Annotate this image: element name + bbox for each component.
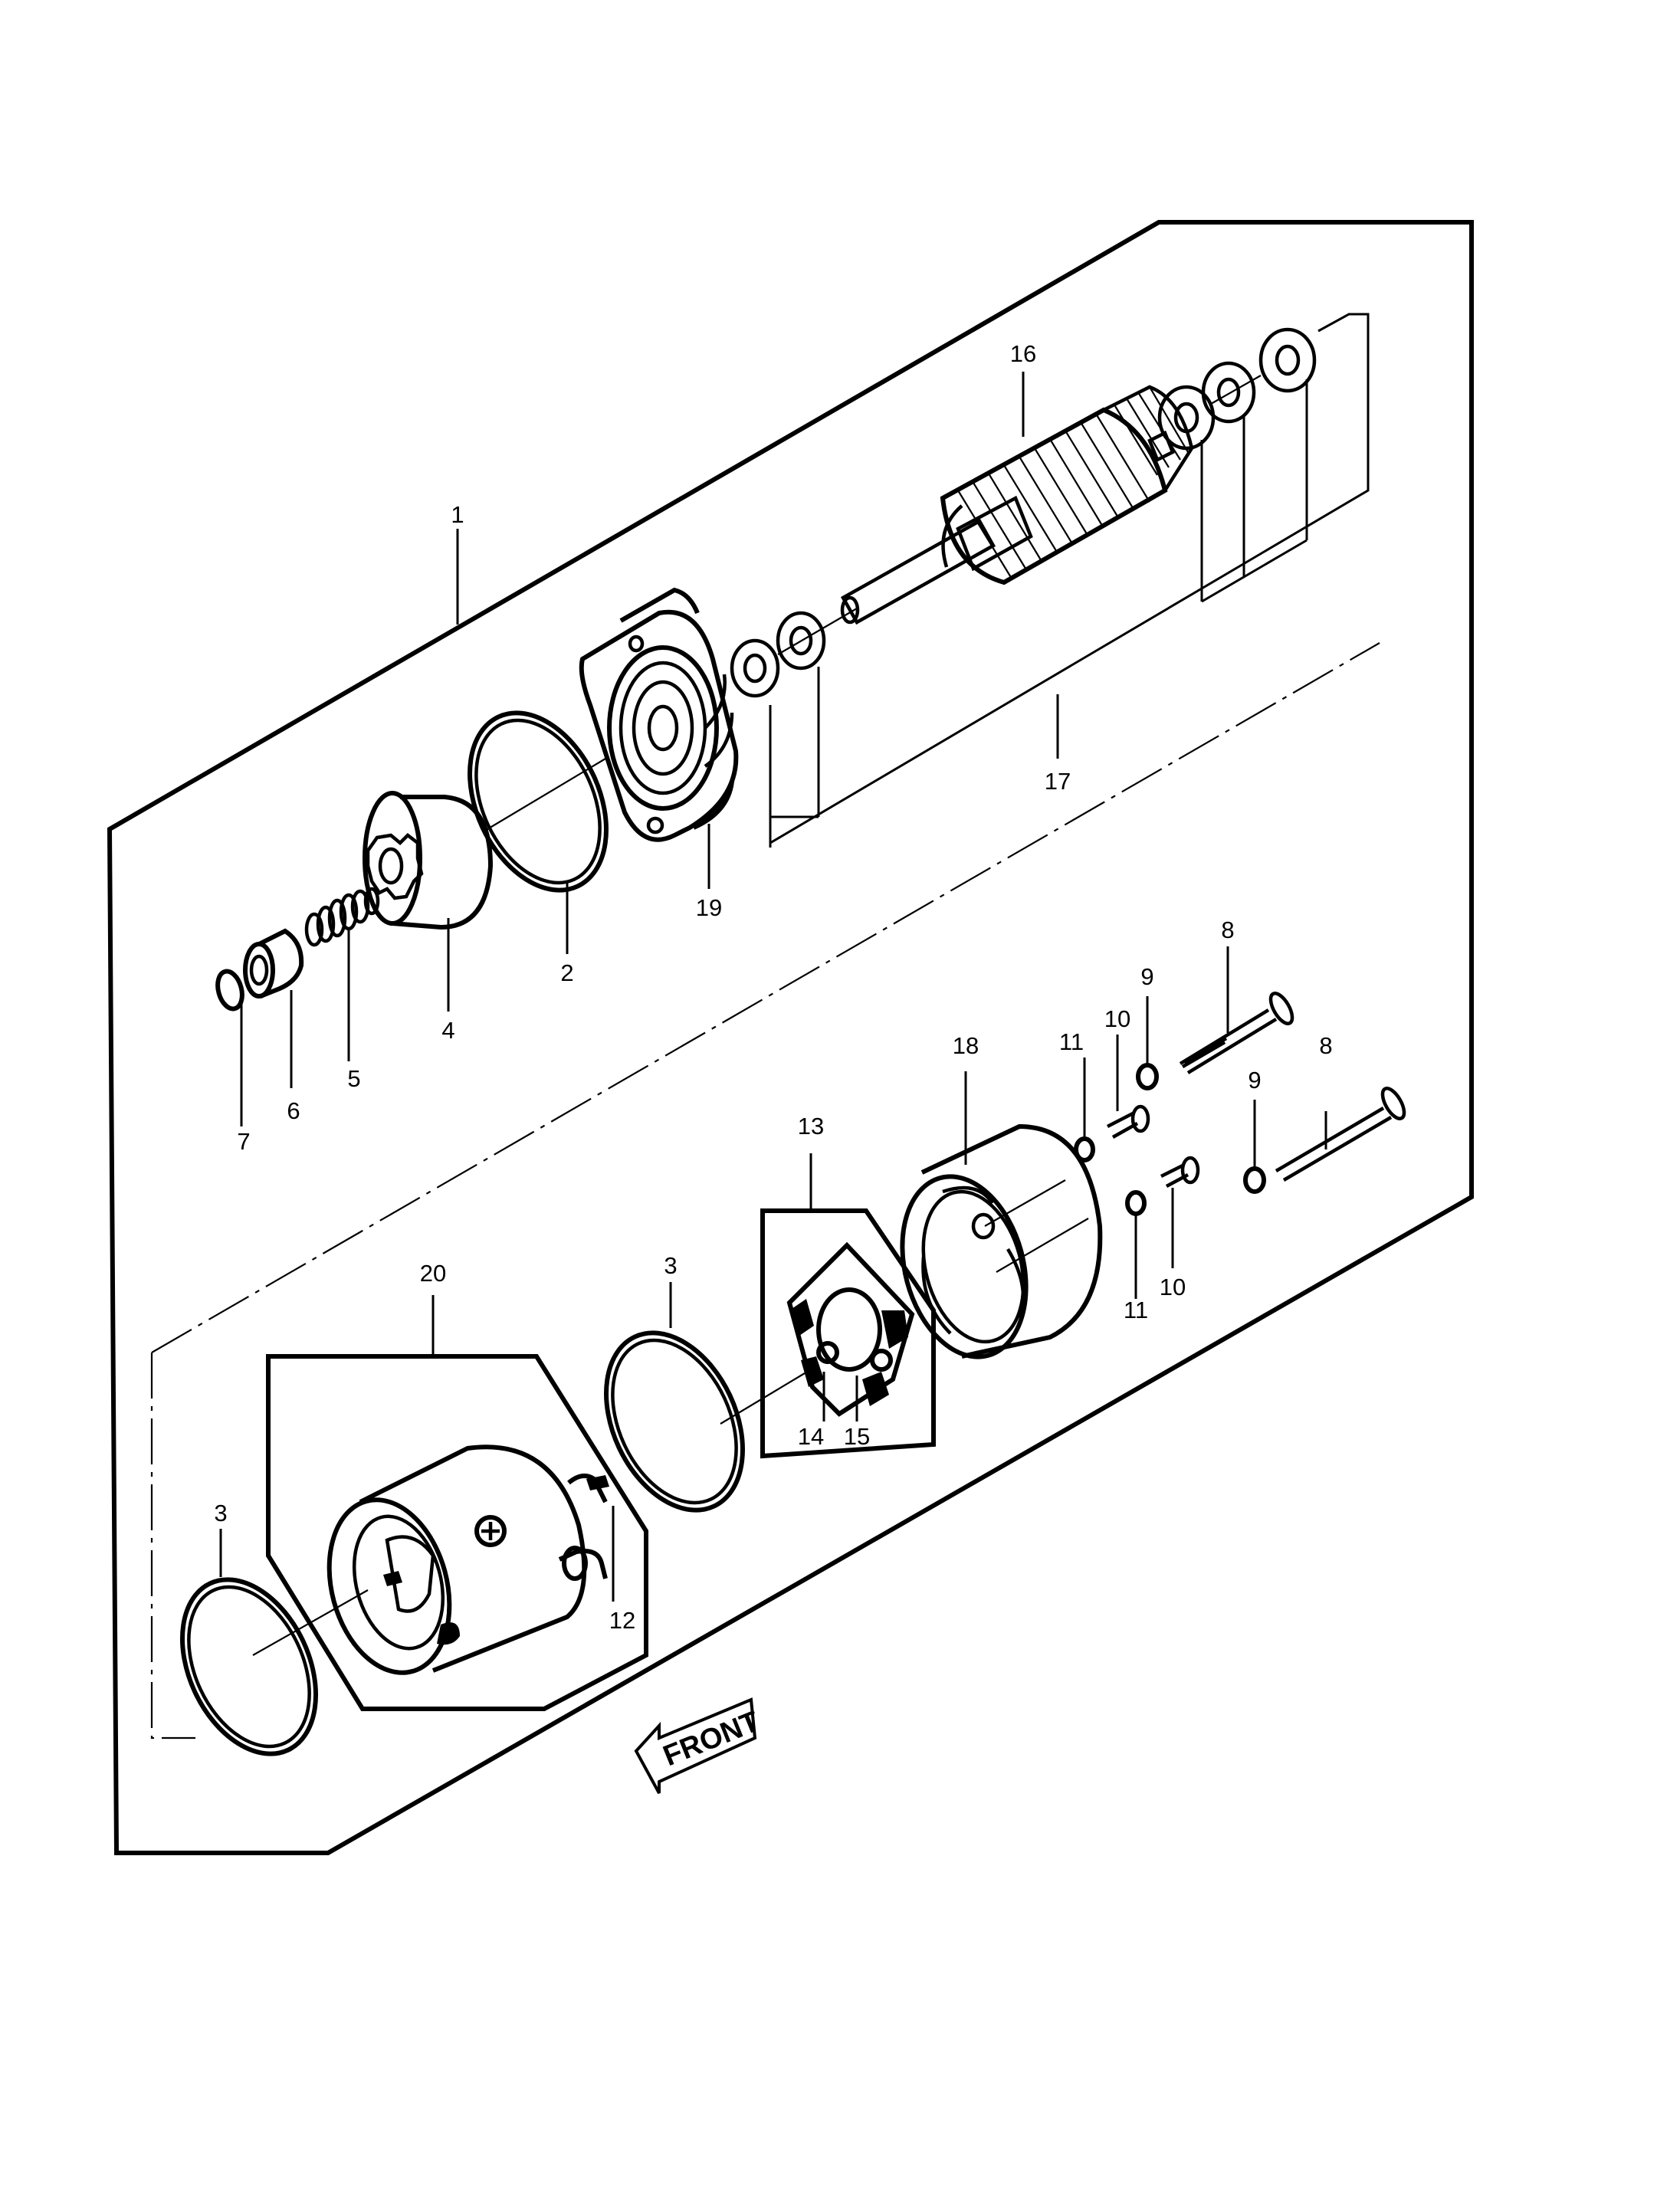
- label-part-9-lower: 9: [1248, 1067, 1261, 1094]
- through-bolt-8b: [1275, 1087, 1406, 1182]
- pinion-gear-4: [363, 791, 494, 930]
- label-part-8-upper: 8: [1221, 917, 1234, 943]
- washer-17b: [776, 611, 826, 671]
- label-part-14: 14: [798, 1423, 824, 1450]
- assembly-boundary: [107, 220, 1474, 1855]
- brush-holder-14-15: [786, 1241, 915, 1421]
- washer-9a: [1136, 1063, 1159, 1090]
- leader-lines-upper: [240, 372, 1025, 1126]
- label-part-19: 19: [696, 894, 722, 921]
- washer-17d: [1201, 361, 1256, 424]
- o-ring-3-middle: [604, 1330, 745, 1513]
- label-part-16: 16: [1010, 340, 1036, 367]
- screw-10b: [1160, 1156, 1200, 1188]
- armature-16: [840, 385, 1194, 625]
- axis-line-g: [252, 1589, 369, 1656]
- label-part-11-upper: 11: [1059, 1028, 1084, 1055]
- washer-11a: [1074, 1136, 1095, 1162]
- label-part-10-lower: 10: [1160, 1274, 1186, 1300]
- collar-6: [243, 928, 304, 998]
- washer-17a: [730, 638, 780, 698]
- label-part-15: 15: [844, 1423, 870, 1450]
- front-housing-20: [326, 1444, 609, 1675]
- lower-group-boundary-bottom: [150, 1353, 195, 1740]
- lower-group-boundary: [151, 642, 1380, 1353]
- yoke-18: [900, 1123, 1103, 1359]
- label-part-5: 5: [347, 1065, 360, 1092]
- leader-lines-lower-right: [964, 946, 1327, 1299]
- label-part-4: 4: [441, 1017, 454, 1044]
- washer-9b: [1243, 1166, 1266, 1194]
- label-part-7: 7: [237, 1128, 250, 1155]
- label-part-3-left: 3: [214, 1500, 227, 1526]
- through-bolt-8a: [1179, 992, 1294, 1074]
- bracket-20: [266, 1354, 648, 1711]
- axis-line-d: [984, 1179, 1066, 1227]
- label-part-6: 6: [287, 1097, 300, 1124]
- label-part-13: 13: [798, 1113, 824, 1139]
- washer-11b: [1125, 1190, 1147, 1216]
- axis-line-f: [720, 1372, 806, 1425]
- label-part-10-upper: 10: [1104, 1005, 1130, 1032]
- label-part-3-middle: 3: [664, 1252, 677, 1279]
- label-part-9-upper: 9: [1140, 963, 1153, 990]
- bracket-13: [760, 1208, 936, 1459]
- circlip-7: [215, 969, 244, 1012]
- axis-line-b: [1210, 375, 1262, 405]
- screw-10a: [1106, 1104, 1150, 1139]
- o-ring-3-left: [179, 1577, 319, 1756]
- label-part-2: 2: [560, 959, 573, 986]
- end-cover-19: [579, 587, 739, 842]
- label-part-11-lower: 11: [1124, 1297, 1148, 1323]
- washer-17e: [1258, 327, 1317, 393]
- part-labels: 1 2 3 3 4 5 6 7 8 8 9 9 10 10 11 11 12 1…: [214, 340, 1332, 1634]
- axis-line-e: [996, 1218, 1089, 1273]
- label-part-1: 1: [451, 501, 464, 528]
- label-part-18: 18: [953, 1032, 979, 1059]
- front-arrow: FRONT: [634, 1697, 764, 1794]
- label-part-12: 12: [609, 1607, 635, 1634]
- label-part-8-lower: 8: [1319, 1032, 1332, 1059]
- bracket-17: [769, 313, 1370, 848]
- label-part-17: 17: [1045, 768, 1071, 795]
- label-part-20: 20: [420, 1260, 446, 1287]
- axis-line-c: [487, 758, 606, 830]
- spring-5: [304, 887, 380, 947]
- o-ring-2: [468, 710, 609, 893]
